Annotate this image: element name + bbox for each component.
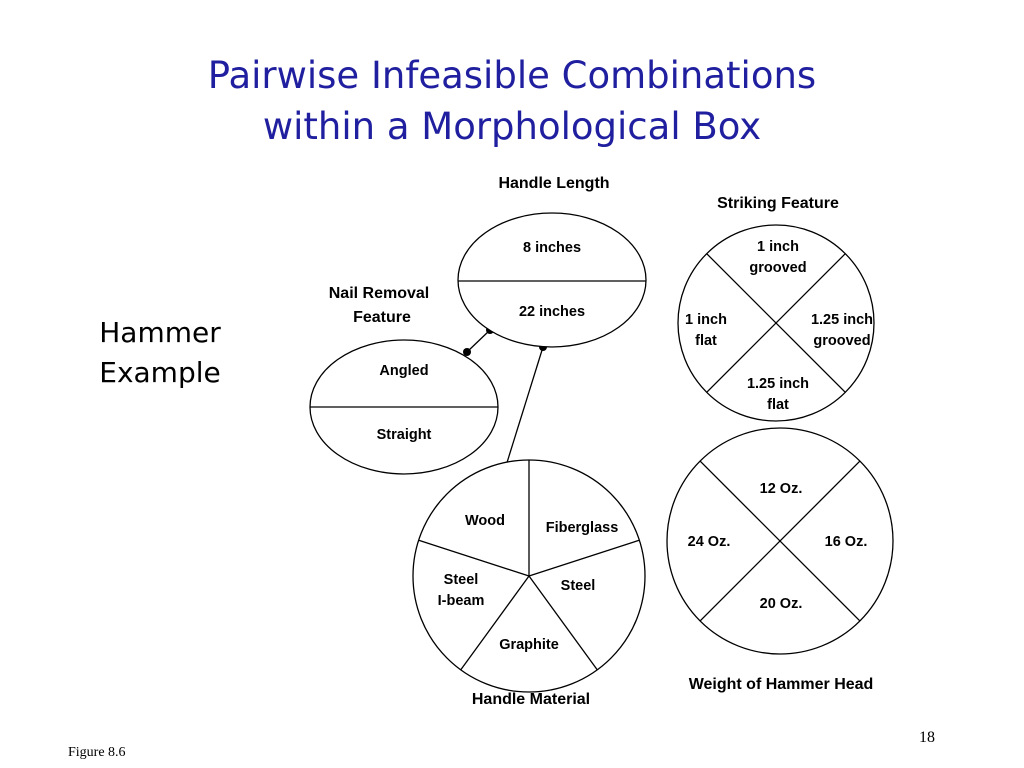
link-22in-to-wood (504, 346, 544, 470)
handle-material-divider-left (418, 539, 530, 577)
handle-material-option-steel: Steel (561, 578, 596, 594)
handle-length-option-22in: 22 inches (519, 304, 585, 320)
nail-removal-option-angled: Angled (379, 363, 428, 379)
handle-length-group: Handle Length 8 inches 22 inches (457, 175, 647, 348)
weight-option-24oz: 24 Oz. (688, 534, 731, 550)
striking-option-125in-grooved-line-2: grooved (813, 333, 870, 349)
striking-option-1in-grooved-line-1: 1 inch (757, 239, 799, 255)
page-number: 18 (919, 729, 935, 746)
weight-group: 12 Oz. 24 Oz. 16 Oz. 20 Oz. Weight of Ha… (666, 427, 894, 693)
handle-material-option-graphite: Graphite (499, 637, 559, 653)
handle-material-label: Handle Material (472, 691, 590, 708)
example-label-line-2: Example (99, 356, 220, 389)
handle-material-option-steel-ibeam-line-1: Steel (444, 572, 479, 588)
striking-feature-divider-b (706, 253, 846, 393)
link-22in-to-angled (466, 329, 491, 353)
figure-caption: Figure 8.6 (68, 745, 126, 760)
handle-material-option-fiberglass: Fiberglass (546, 520, 619, 536)
nail-removal-label-line-1: Nail Removal (329, 285, 429, 302)
striking-option-1in-flat-line-2: flat (695, 333, 717, 349)
example-label-line-1: Hammer (99, 316, 221, 349)
handle-material-divider-right (528, 539, 640, 577)
handle-length-ellipse (457, 212, 647, 348)
striking-option-1in-grooved-line-2: grooved (749, 260, 806, 276)
nail-removal-group: Nail Removal Feature Angled Straight (309, 285, 499, 475)
slide-title-line-1: Pairwise Infeasible Combinations (208, 54, 816, 97)
link-dot-angled (463, 348, 471, 356)
weight-option-20oz: 20 Oz. (760, 596, 803, 612)
handle-length-label: Handle Length (498, 175, 609, 192)
handle-length-option-8in: 8 inches (523, 240, 581, 256)
nail-removal-option-straight: Straight (377, 427, 432, 443)
weight-option-12oz: 12 Oz. (760, 481, 803, 497)
handle-material-divider-lower-left (460, 575, 530, 671)
handle-material-divider-lower-right (528, 575, 598, 671)
striking-feature-label: Striking Feature (717, 195, 839, 212)
striking-option-125in-grooved-line-1: 1.25 inch (811, 312, 873, 328)
striking-option-1in-flat-line-1: 1 inch (685, 312, 727, 328)
handle-material-option-wood: Wood (465, 513, 505, 529)
nail-removal-label-line-2: Feature (353, 309, 411, 326)
weight-option-16oz: 16 Oz. (825, 534, 868, 550)
slide-title-line-2: within a Morphological Box (263, 105, 761, 148)
handle-material-option-steel-ibeam-line-2: I-beam (438, 593, 485, 609)
striking-option-125in-flat-line-2: flat (767, 397, 789, 413)
striking-feature-group: Striking Feature 1 inch grooved 1 inch f… (677, 195, 875, 422)
handle-material-group: Wood Fiberglass Steel I-beam Steel Graph… (412, 459, 646, 708)
weight-divider-b (699, 460, 861, 622)
weight-label: Weight of Hammer Head (689, 676, 874, 693)
striking-option-125in-flat-line-1: 1.25 inch (747, 376, 809, 392)
